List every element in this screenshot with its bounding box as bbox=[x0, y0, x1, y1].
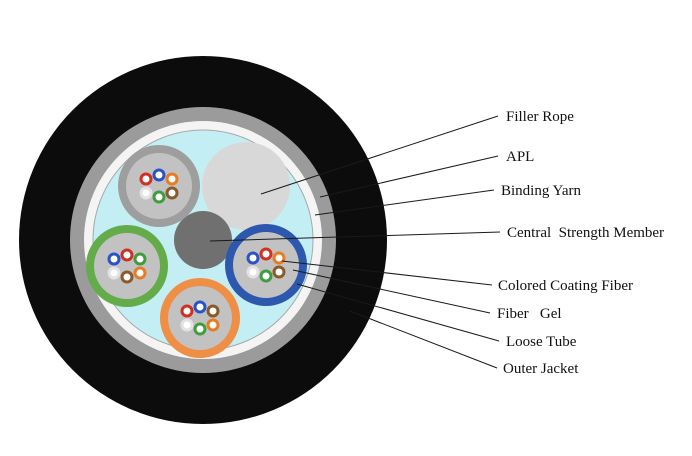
leader-binding-yarn bbox=[314, 189, 495, 216]
loose-tube-green bbox=[86, 225, 168, 307]
fiber bbox=[259, 269, 273, 283]
loose-tube-inner bbox=[233, 232, 299, 298]
leader-outer-jacket bbox=[349, 310, 498, 369]
fiber bbox=[139, 186, 153, 200]
label-binding-yarn: Binding Yarn bbox=[501, 183, 582, 199]
labels: Filler Rope APL Binding Yarn Central Str… bbox=[497, 109, 664, 377]
leader-filler-rope bbox=[260, 115, 499, 195]
loose-tube-gray bbox=[118, 145, 200, 227]
fiber bbox=[246, 251, 260, 265]
label-outer-jacket: Outer Jacket bbox=[503, 361, 579, 377]
filler-rope-circle bbox=[202, 142, 290, 230]
fiber bbox=[193, 300, 207, 314]
fiber bbox=[152, 168, 166, 182]
fiber bbox=[120, 248, 134, 262]
label-fiber-gel: Fiber Gel bbox=[497, 306, 562, 322]
fiber bbox=[133, 266, 147, 280]
label-central-strength-member: Central Strength Member bbox=[507, 225, 664, 241]
loose-tube-orange bbox=[160, 278, 240, 358]
label-filler-rope: Filler Rope bbox=[506, 109, 574, 125]
leader-central-strength-member bbox=[209, 231, 501, 242]
fiber bbox=[180, 318, 194, 332]
loose-tube-inner bbox=[126, 153, 192, 219]
label-apl: APL bbox=[506, 149, 534, 165]
label-loose-tube: Loose Tube bbox=[506, 334, 577, 350]
fiber bbox=[206, 318, 220, 332]
leader-lines bbox=[209, 115, 501, 369]
fiber bbox=[180, 304, 194, 318]
fiber bbox=[107, 266, 121, 280]
fiber bbox=[272, 251, 286, 265]
fiber bbox=[259, 247, 273, 261]
fiber bbox=[206, 304, 220, 318]
label-colored-coating-fiber: Colored Coating Fiber bbox=[498, 278, 633, 294]
fiber bbox=[246, 265, 260, 279]
fiber bbox=[272, 265, 286, 279]
leader-apl bbox=[319, 155, 499, 198]
cable-body bbox=[19, 56, 387, 424]
fiber bbox=[133, 252, 147, 266]
fiber bbox=[152, 190, 166, 204]
fiber bbox=[139, 172, 153, 186]
loose-tube-inner bbox=[94, 233, 160, 299]
fiber bbox=[165, 172, 179, 186]
central-strength-member-circle bbox=[174, 211, 232, 269]
fiber bbox=[193, 322, 207, 336]
leader-loose-tube bbox=[296, 283, 500, 342]
fiber bbox=[165, 186, 179, 200]
fiber bbox=[107, 252, 121, 266]
leader-colored-coating-fiber bbox=[281, 260, 493, 286]
leader-fiber-gel bbox=[292, 269, 491, 314]
fiber bbox=[120, 270, 134, 284]
loose-tube-inner bbox=[168, 286, 232, 350]
loose-tube-blue bbox=[225, 224, 307, 306]
